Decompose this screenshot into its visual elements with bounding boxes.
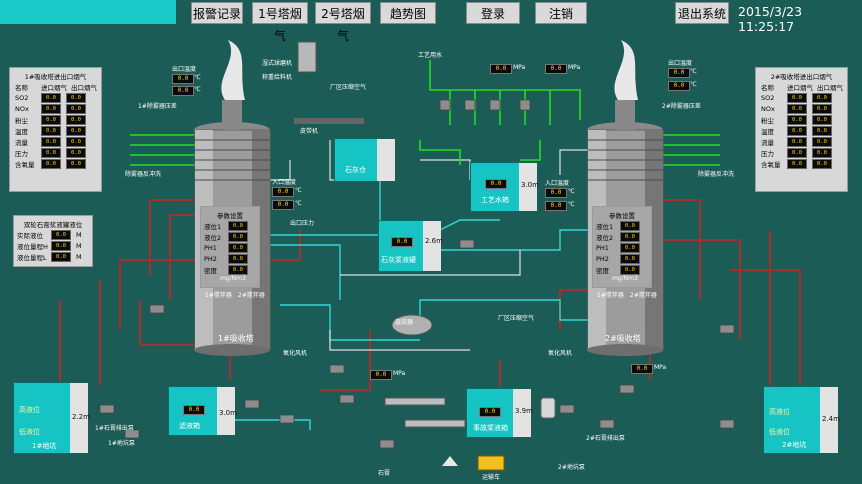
trend-button[interactable]: 趋势图 (380, 2, 436, 24)
accident-tank[interactable]: 0.0 事故浆液箱 3.9m (466, 388, 533, 438)
logout-button[interactable]: 注销 (535, 2, 587, 24)
alarm-log-button[interactable]: 报警记录 (191, 2, 243, 24)
login-button[interactable]: 登录 (466, 2, 520, 24)
tower1-flue-gas-button[interactable]: 1号塔烟气 (252, 2, 308, 43)
exit-button[interactable]: 退出系统 (675, 2, 729, 24)
datetime-display: 2015/3/23 11:25:17 (738, 4, 803, 34)
cyclone-label: 旋流器 (395, 319, 414, 326)
status-bar (0, 0, 176, 24)
tower1-name: 1#吸收塔 (218, 334, 254, 343)
filtrate-tank[interactable]: 0.0 滤液箱 3.0m (168, 386, 237, 436)
panel-title: 1#吸收塔进出口烟气 (24, 73, 87, 81)
sump2-tank[interactable]: 高液位 低液位 2#地坑 2.4m (763, 386, 840, 454)
process-water-tank[interactable]: 0.0 工艺水箱 3.0m (470, 162, 539, 212)
sump1-tank[interactable]: 高液位 低液位 1#地坑 2.2m (13, 382, 90, 454)
panel-title: 2#吸收塔进出口烟气 (770, 73, 833, 81)
lime-silo[interactable]: 石灰仓 (334, 138, 395, 182)
lime-slurry-tank[interactable]: 0.0 石灰浆液罐 2.6m (378, 220, 443, 272)
tower2-name: 2#吸收塔 (605, 334, 641, 343)
tower2-flue-gas-button[interactable]: 2号塔烟气 (315, 2, 371, 43)
